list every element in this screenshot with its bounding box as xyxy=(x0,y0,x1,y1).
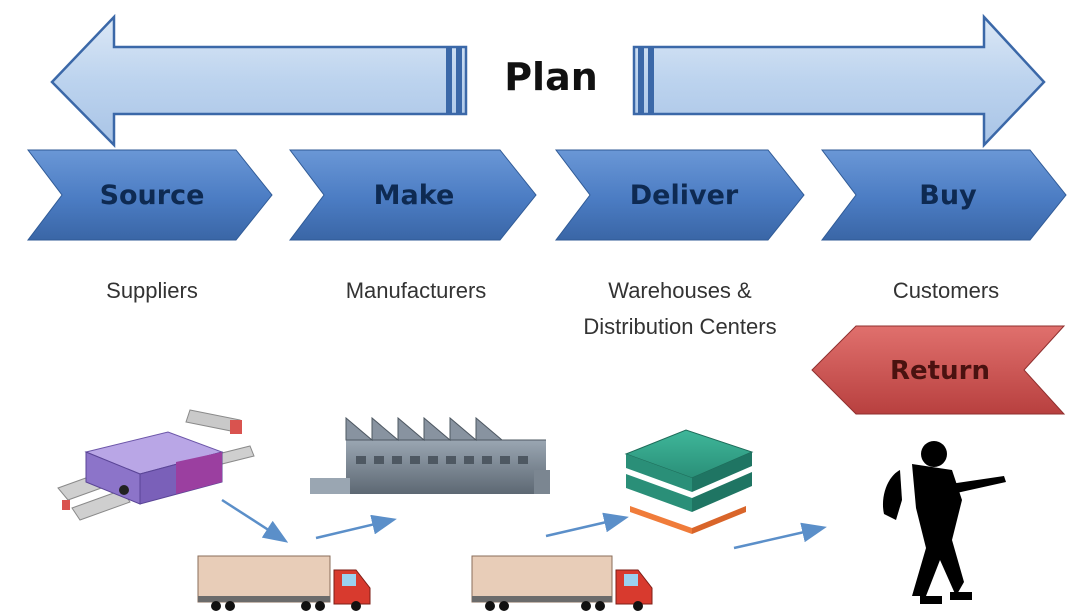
chevron-make: Make xyxy=(288,149,537,241)
truck-icon xyxy=(197,555,371,611)
chevron-source: Source xyxy=(26,149,273,241)
soldier-silhouette-icon xyxy=(882,441,1006,604)
return-label: Return xyxy=(890,356,990,386)
entity-label-customers: Customers xyxy=(893,278,999,303)
entity-label-warehouses-line2: Distribution Centers xyxy=(583,314,776,339)
entity-label-suppliers: Suppliers xyxy=(106,278,198,303)
truck-icon xyxy=(471,555,653,611)
entity-label-warehouses-line1: Warehouses & xyxy=(608,278,752,303)
flow-arrow-icon xyxy=(733,522,827,550)
flow-arrow-icon xyxy=(221,498,289,543)
entity-label-manufacturers: Manufacturers xyxy=(346,278,487,303)
flow-arrow-icon xyxy=(315,514,397,540)
warehouse-stack-icon xyxy=(624,429,754,534)
plan-label: Plan xyxy=(504,55,598,99)
chevron-deliver: Deliver xyxy=(554,149,805,241)
plan-arrow-left xyxy=(50,13,468,149)
flow-arrow-icon xyxy=(545,512,629,538)
factory-icon xyxy=(310,416,550,494)
return-arrow: Return xyxy=(811,325,1066,415)
conveyor-machine-icon xyxy=(57,409,255,521)
plan-arrow-right xyxy=(632,13,1046,149)
stage-label-source: Source xyxy=(100,180,205,211)
stage-label-deliver: Deliver xyxy=(630,180,739,211)
stage-label-make: Make xyxy=(374,180,455,211)
stage-label-buy: Buy xyxy=(919,180,977,211)
chevron-buy: Buy xyxy=(820,149,1067,241)
